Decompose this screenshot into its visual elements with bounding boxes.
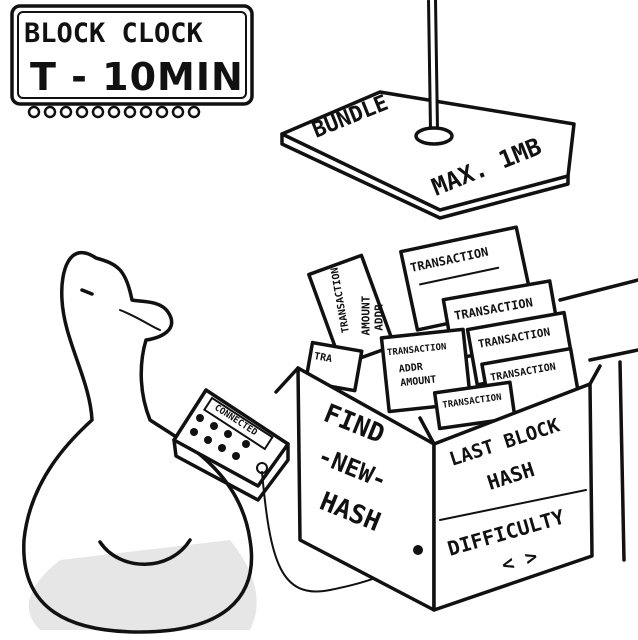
box-front-text: FIND -NEW- HASH [314,399,391,538]
transaction-box: TRANSACTION AMOUNT ADDR TRANSACTION TRAN… [274,225,602,612]
clock-time: T - 10MIN [30,55,244,99]
transaction-amount: AMOUNT [359,295,372,335]
table [558,278,638,562]
transaction-amount: AMOUNT [400,374,437,389]
transaction-title: TRA [313,351,333,365]
clock-dots [27,105,201,119]
block-clock: BLOCK CLOCK T - 10MIN [10,4,254,119]
duck-character [22,250,257,634]
bundle-board: BUNDLE MAX. 1MB [280,0,576,220]
transaction-addr: ADDR [372,304,385,331]
transaction-addr: ADDR [398,362,424,376]
transaction-slips: TRANSACTION AMOUNT ADDR TRANSACTION TRAN… [303,225,582,431]
clock-title: BLOCK CLOCK [24,18,204,49]
